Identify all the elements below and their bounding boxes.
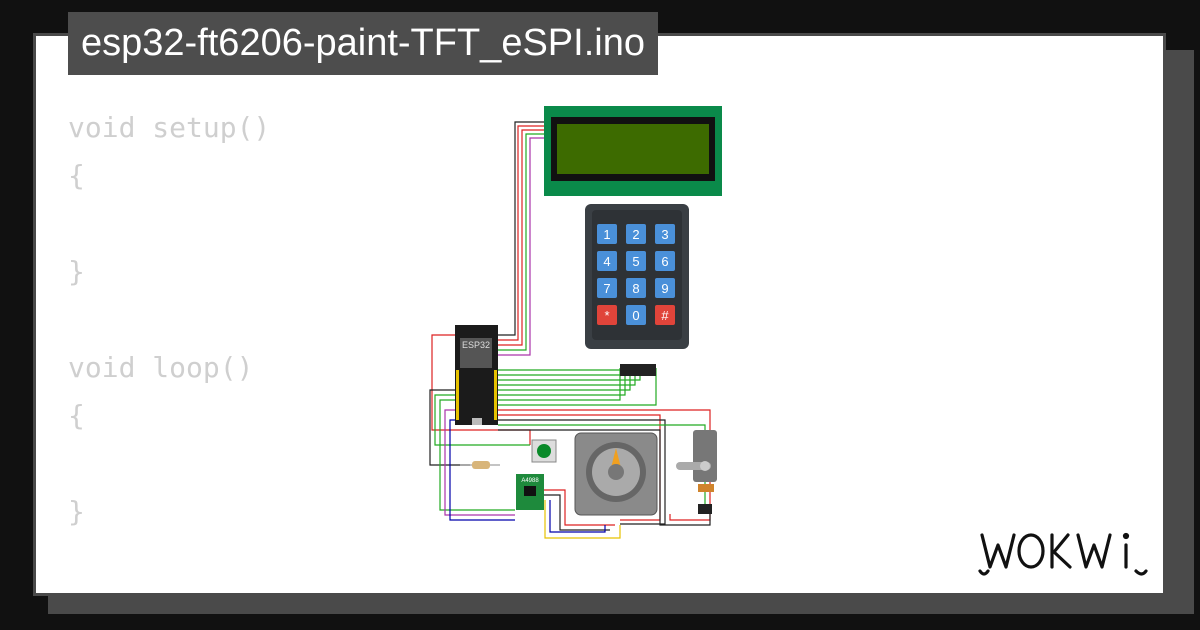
- code-line: [68, 296, 270, 344]
- keypad-key-0[interactable]: [626, 305, 646, 325]
- push-button[interactable]: [531, 439, 557, 463]
- keypad-key-8[interactable]: [626, 278, 646, 298]
- servo-motor: [676, 430, 717, 514]
- keypad-key-label: #: [661, 308, 669, 323]
- title-bar: esp32-ft6206-paint-TFT_eSPI.ino: [68, 12, 658, 75]
- keypad-key-star[interactable]: [597, 305, 617, 325]
- keypad: 1 2 3 4 5 6 7 8 9 * 0 #: [585, 204, 689, 376]
- keypad-key-9[interactable]: [655, 278, 675, 298]
- code-line: {: [68, 399, 85, 432]
- code-line: void setup(): [68, 111, 271, 144]
- keypad-key-label: 7: [603, 281, 610, 296]
- keypad-key-label: *: [604, 308, 609, 323]
- driver-label: A4988: [521, 478, 539, 484]
- resistor: [460, 461, 500, 469]
- lcd-screen: [557, 124, 709, 174]
- stepper-motor: [574, 432, 658, 516]
- keypad-key-2[interactable]: [626, 224, 646, 244]
- keypad-key-hash[interactable]: [655, 305, 675, 325]
- sketch-filename: esp32-ft6206-paint-TFT_eSPI.ino: [81, 22, 645, 64]
- keypad-key-7[interactable]: [597, 278, 617, 298]
- keypad-key-label: 5: [632, 254, 639, 269]
- code-line: {: [68, 159, 85, 192]
- esp32-board: ESP32: [455, 325, 498, 425]
- keypad-key-label: 9: [661, 281, 668, 296]
- keypad-key-6[interactable]: [655, 251, 675, 271]
- a4988-driver: A4988: [516, 474, 544, 510]
- keypad-key-1[interactable]: [597, 224, 617, 244]
- keypad-key-label: 1: [603, 227, 610, 242]
- keypad-key-3[interactable]: [655, 224, 675, 244]
- keypad-key-label: 3: [661, 227, 668, 242]
- keypad-key-label: 4: [603, 254, 610, 269]
- keypad-key-5[interactable]: [626, 251, 646, 271]
- keypad-key-label: 8: [632, 281, 639, 296]
- code-line: [68, 440, 270, 488]
- code-line: }: [68, 255, 85, 288]
- wokwi-logo: [978, 532, 1148, 576]
- code-line: }: [68, 495, 85, 528]
- code-line: void loop(): [68, 351, 254, 384]
- keypad-connector: [620, 364, 656, 376]
- keypad-key-label: 6: [661, 254, 668, 269]
- esp32-label: ESP32: [462, 340, 490, 350]
- keypad-key-4[interactable]: [597, 251, 617, 271]
- keypad-key-label: 0: [632, 308, 639, 323]
- code-preview: void setup() { } void loop() { }: [68, 104, 270, 536]
- code-line: [68, 200, 270, 248]
- circuit-diagram: 1 2 3 4 5 6 7 8 9 * 0 #: [429, 106, 722, 539]
- keypad-key-label: 2: [632, 227, 639, 242]
